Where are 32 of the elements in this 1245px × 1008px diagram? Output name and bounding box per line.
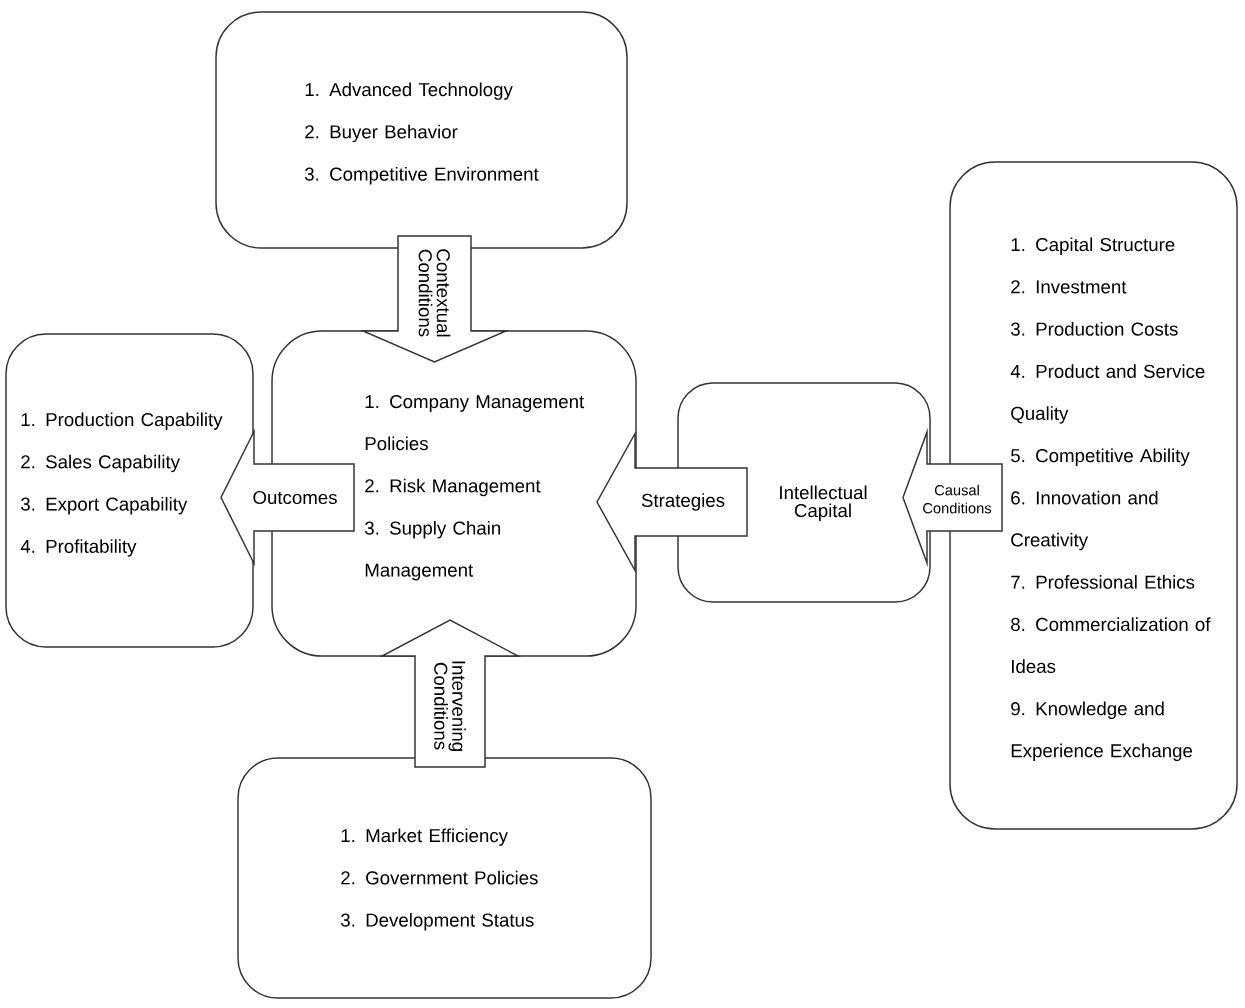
list-item: 7. Professional Ethics [1011, 575, 1195, 589]
list-item: 5. Competitive Ability [1011, 448, 1190, 466]
list-item: 4. Product and Service Quality [1010, 364, 1205, 424]
list-item: 1. Advanced Technology [305, 82, 513, 100]
list-item: 3. Production Costs [1011, 322, 1178, 336]
list-item: 1. Capital Structure [1011, 237, 1175, 255]
list-item: 8. Commercialization of Ideas [1011, 617, 1211, 674]
edge-label: Contextual Conditions [418, 249, 451, 337]
edge-label: Intervening Conditions [434, 661, 466, 751]
rounded-box [215, 11, 628, 249]
block-arrow [902, 427, 1003, 568]
edge-label: Outcomes [253, 490, 337, 505]
block-arrow [379, 619, 521, 768]
list-item: 3. Competitive Environment [305, 167, 539, 185]
list-item: 1. Company Management Policies [365, 394, 585, 451]
list-item: 2. Risk Management [365, 478, 541, 497]
list-item: 2. Buyer Behavior [305, 124, 458, 143]
list-item: 2. Government Policies [341, 870, 538, 885]
list-item: 6. Innovation and Creativity [1011, 490, 1158, 551]
list-item: 2. Investment [1011, 280, 1127, 294]
list-item: 1. Production Capability [21, 412, 223, 430]
block-arrow [359, 235, 510, 363]
list-item: 2. Sales Capability [21, 454, 180, 473]
list-item: 3. Development Status [341, 913, 534, 931]
block-arrow [596, 430, 748, 574]
list-item: 4. Profitability [20, 539, 137, 557]
list-item: 1. Market Efficiency [341, 828, 508, 846]
list-item: 9. Knowledge and Experience Exchange [1011, 701, 1193, 761]
block-arrow [220, 428, 355, 567]
rounded-box [237, 757, 652, 999]
list-item: 3. Export Capability [21, 497, 188, 515]
list-item: 3. Supply Chain Management [365, 521, 500, 581]
